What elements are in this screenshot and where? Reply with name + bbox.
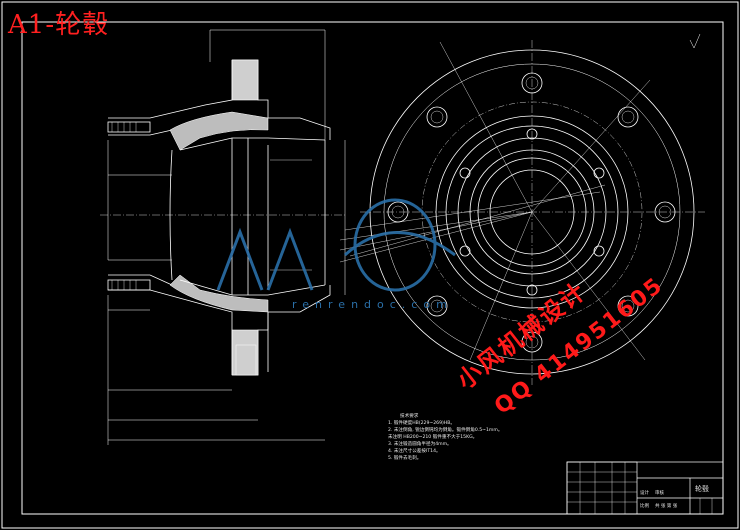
drawing-title: A1-轮毂 <box>8 10 110 40</box>
watermark-logo <box>216 198 456 292</box>
title-block-scale: 比例 <box>640 504 649 509</box>
watermark-blue-text: renrendoc.com <box>292 298 453 311</box>
title-block-sheet: 共 张 第 张 <box>655 504 678 509</box>
note-item: 5. 锻件去毛刺。 <box>388 456 422 461</box>
title-block-check: 审核 <box>655 491 664 496</box>
title-block-part-name: 轮毂 <box>695 485 709 493</box>
front-view <box>339 33 705 385</box>
note-item: 3. 未注锻造圆角半径为4mm。 <box>388 442 452 447</box>
inner-frame <box>21 21 724 515</box>
note-item: 2. 未注倒角, 锐边倒钝均为倒角。锻件倒角0.5~1mm。 <box>388 428 503 433</box>
notes-heading: 技术要求 <box>400 414 419 419</box>
note-item: 1. 锻件硬度HB(229~269)HB。 <box>388 421 455 426</box>
title-block-designer: 设计 <box>640 491 649 496</box>
note-item: 4. 未注尺寸公差按IT14。 <box>388 449 441 454</box>
title-block <box>566 461 724 515</box>
technical-requirements: 技术要求 1. 锻件硬度HB(229~269)HB。 2. 未注倒角, 锐边倒钝… <box>388 413 502 462</box>
note-item: 未注明 HB200~210 锻件重不大于15KG。 <box>388 435 478 440</box>
section-view <box>100 29 346 445</box>
